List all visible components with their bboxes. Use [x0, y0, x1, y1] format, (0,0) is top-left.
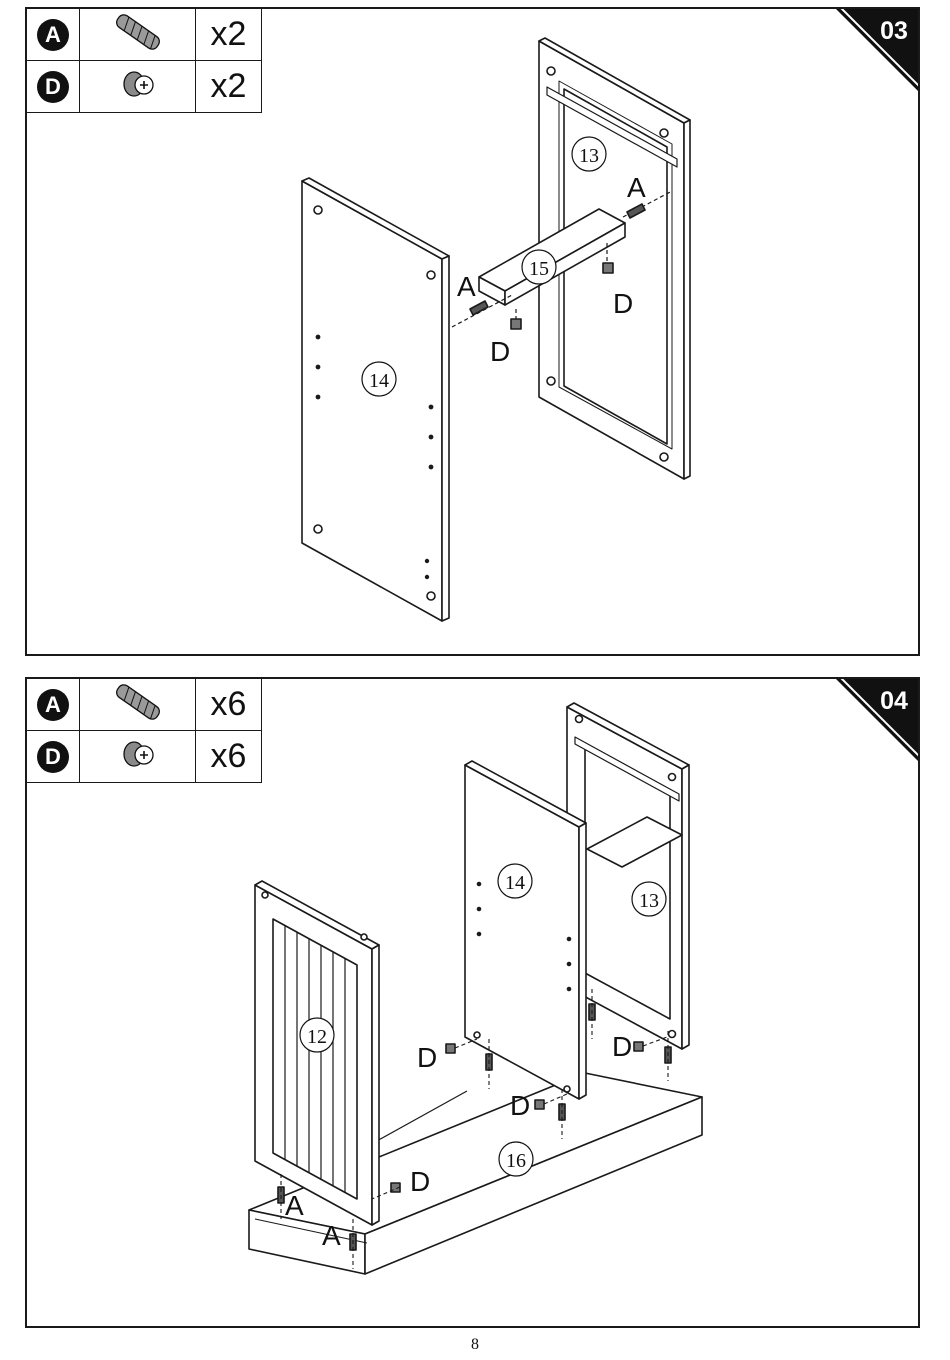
part-quantity: x6	[196, 679, 262, 731]
label-part-a: A	[457, 271, 476, 302]
parts-row-a: A x6	[27, 679, 262, 731]
label-part-d: D	[613, 288, 633, 319]
label-part-d: D	[417, 1042, 437, 1073]
panel-12	[255, 881, 379, 1225]
part-quantity: x6	[196, 731, 262, 783]
part-letter-badge: D	[37, 741, 69, 773]
label-panel-13: 13	[579, 145, 599, 167]
step-number: 03	[872, 17, 916, 46]
label-part-d: D	[410, 1166, 430, 1197]
parts-row-d: D x2	[27, 61, 262, 113]
label-panel-13: 13	[639, 890, 659, 912]
label-part-a: A	[322, 1220, 341, 1251]
parts-row-a: A x2	[27, 9, 262, 61]
label-panel-14: 14	[369, 370, 389, 392]
label-panel-16: 16	[506, 1150, 526, 1172]
panel-14	[302, 178, 449, 621]
label-part-d: D	[510, 1090, 530, 1121]
part-letter-badge: A	[37, 19, 69, 51]
step-number: 04	[872, 687, 916, 716]
wooden-dowel-icon	[110, 680, 166, 724]
label-panel-14: 14	[505, 872, 525, 894]
label-part-a: A	[285, 1190, 304, 1221]
step-03-panel: 13 14 15 A A D D A x2 D	[25, 7, 920, 656]
label-part-d: D	[612, 1031, 632, 1062]
step-04-panel: 12 14 13 16 A A D D D D A	[25, 677, 920, 1328]
part-letter-badge: D	[37, 71, 69, 103]
cam-lock-icon	[118, 737, 158, 771]
page-number: 8	[0, 1336, 950, 1354]
part-letter-badge: A	[37, 689, 69, 721]
part-quantity: x2	[196, 61, 262, 113]
wooden-dowel-icon	[110, 10, 166, 54]
part-quantity: x2	[196, 9, 262, 61]
cam-lock-icon	[118, 67, 158, 101]
parts-table: A x6 D x6	[26, 678, 262, 783]
label-panel-15: 15	[529, 258, 549, 280]
parts-table: A x2 D x2	[26, 8, 262, 113]
label-part-a: A	[627, 172, 646, 203]
label-part-d: D	[490, 336, 510, 367]
parts-row-d: D x6	[27, 731, 262, 783]
label-panel-12: 12	[307, 1026, 327, 1048]
